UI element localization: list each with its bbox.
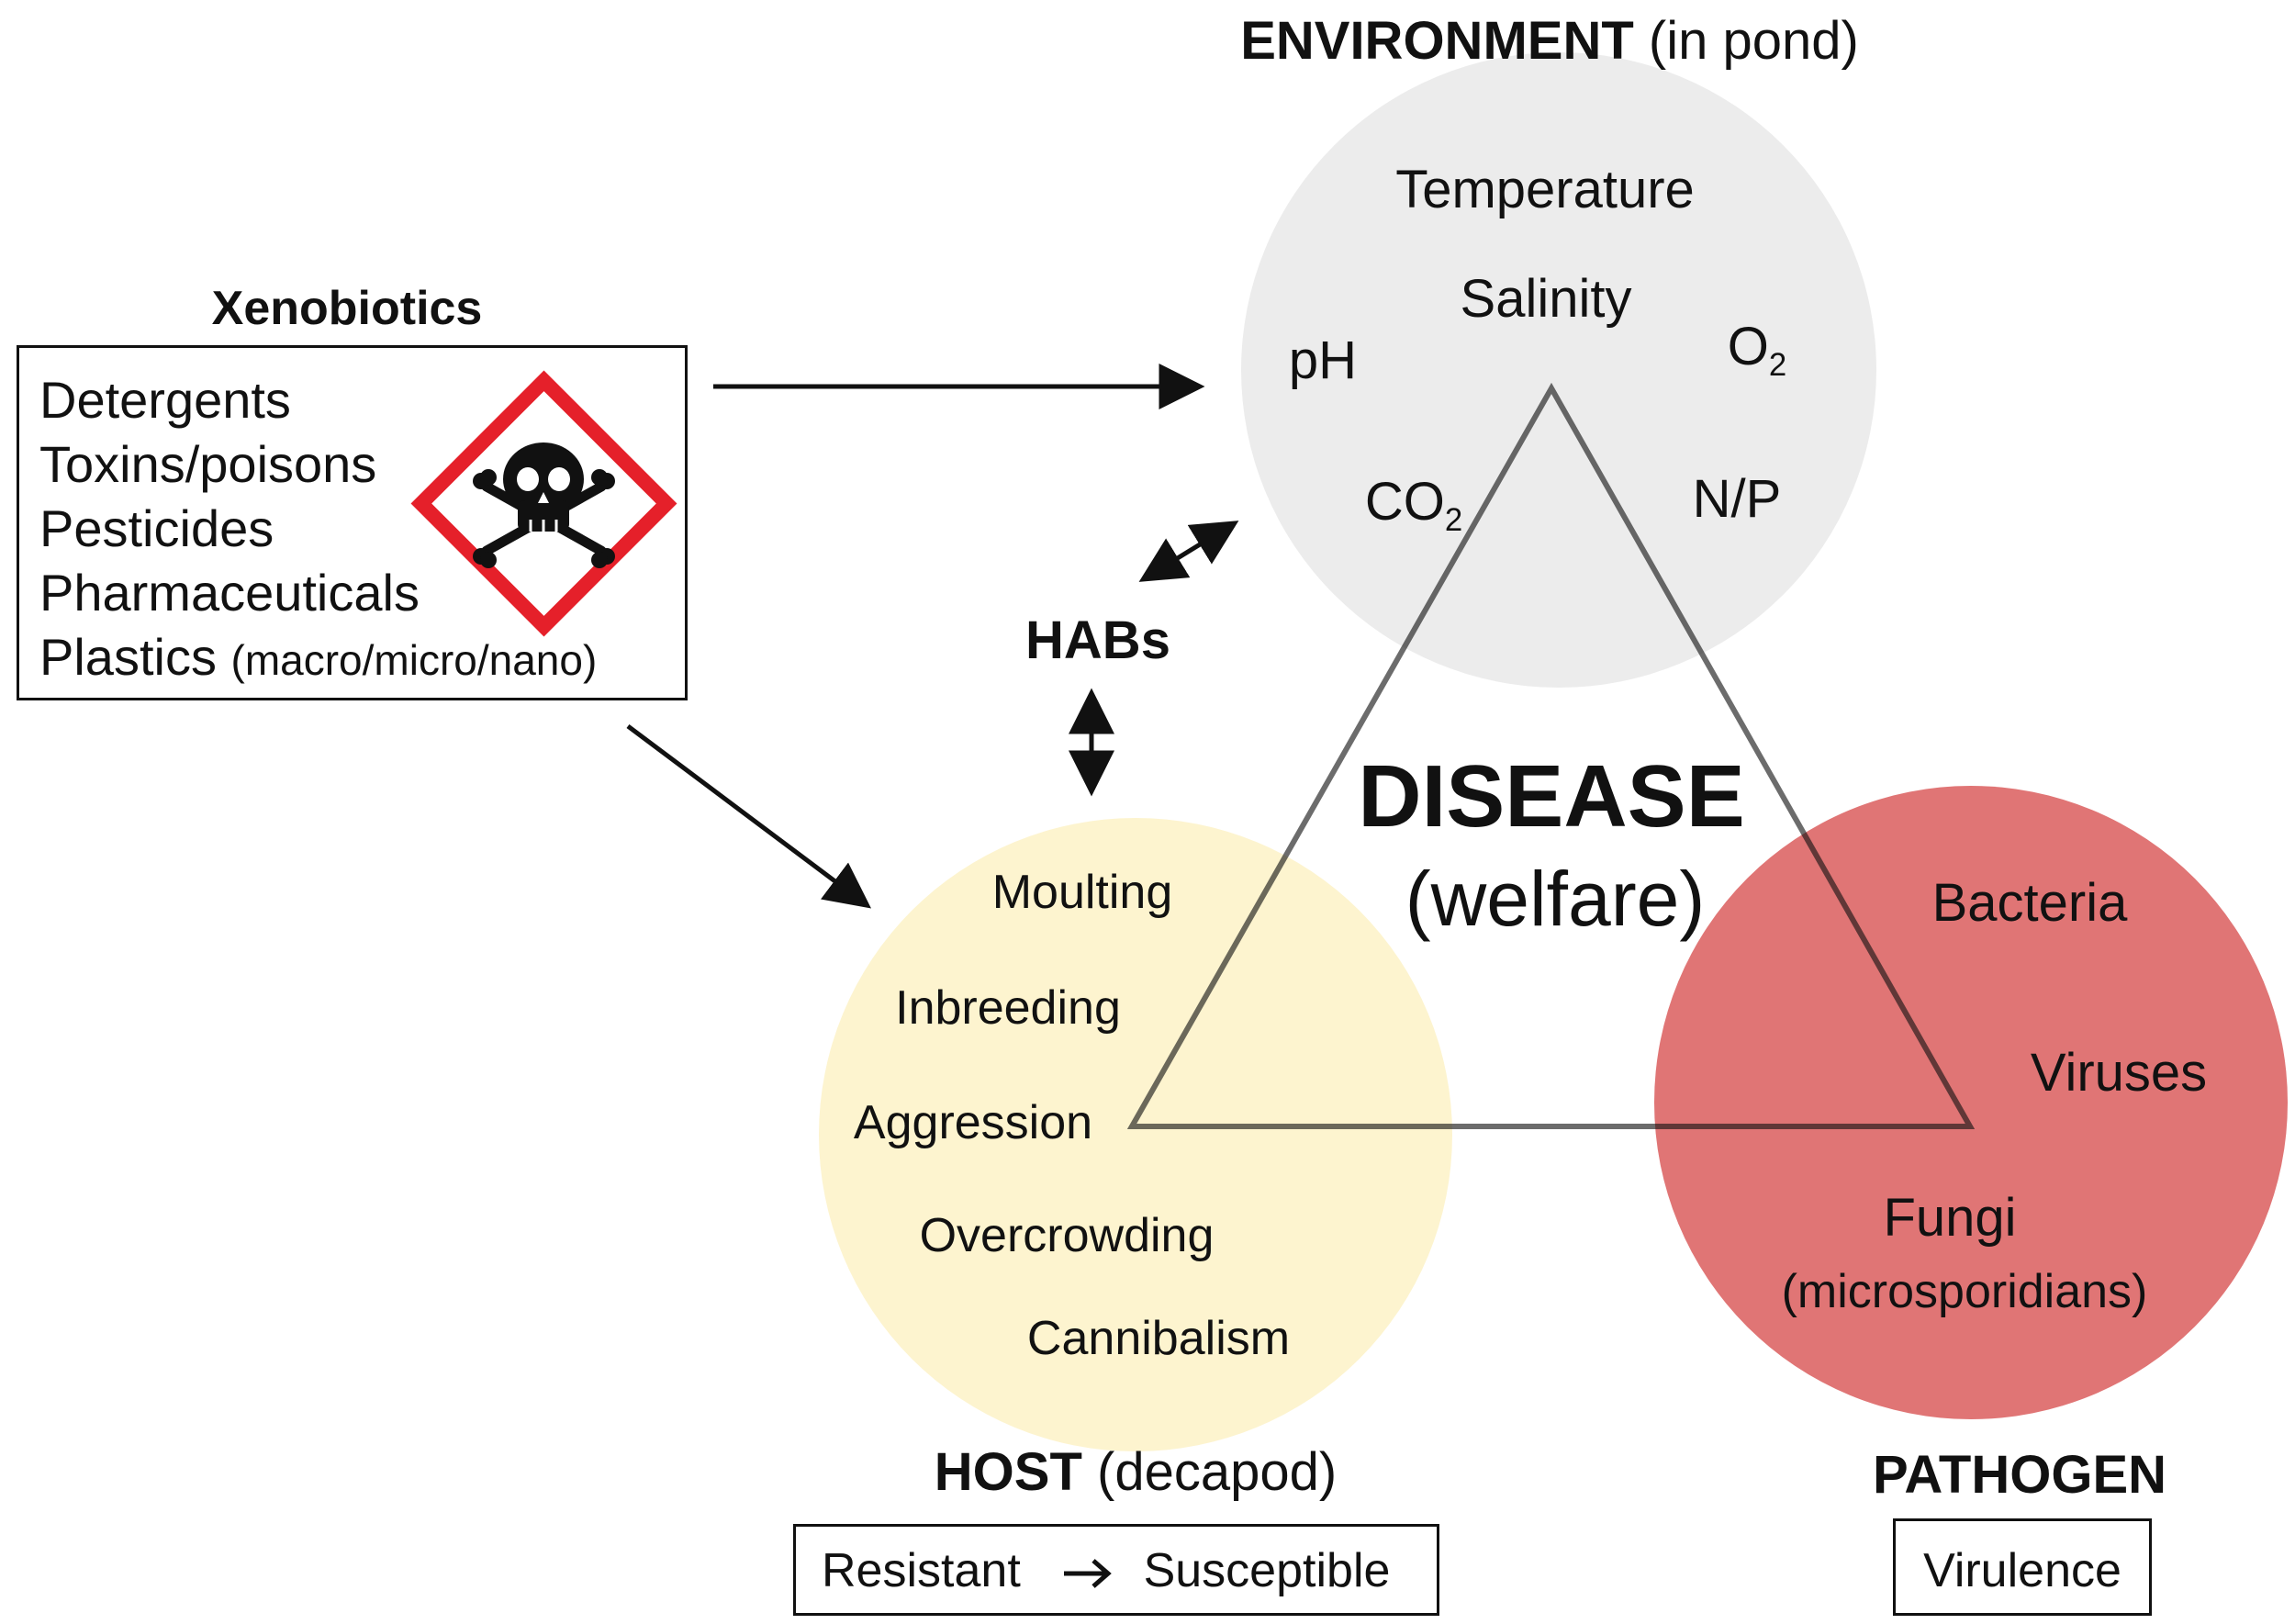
xenobiotics-box: Detergents Toxins/poisons Pesticides Pha… — [17, 345, 688, 700]
xenobiotic-plastics: Plastics (macro/micro/nano) — [39, 625, 597, 692]
disease-subtitle: (welfare) — [1405, 856, 1706, 942]
host-circle — [819, 818, 1452, 1451]
plastics-label: Plastics — [39, 628, 217, 686]
host-factor-cannibalism: Cannibalism — [1026, 1312, 1291, 1365]
pathogen-factor-fungi-note: (microsporidians) — [1781, 1265, 2148, 1318]
xenobiotic-toxins-poisons: Toxins/poisons — [39, 435, 377, 493]
resistant-label: Resistant — [822, 1544, 1021, 1597]
temperature-label: Temperature — [1395, 160, 1695, 219]
virulence-box: Virulence — [1893, 1518, 2152, 1616]
pathogen-factor-viruses: Viruses — [2030, 1043, 2208, 1103]
disease-triangle — [1126, 382, 1976, 1129]
xenobiotic-pesticides: Pesticides — [39, 499, 274, 557]
environment-header: ENVIRONMENT (in pond) — [1240, 15, 1859, 68]
host-title: HOST — [934, 1442, 1082, 1502]
host-qualifier: (decapod) — [1097, 1442, 1338, 1502]
co2-subscript: 2 — [1444, 502, 1463, 539]
o2-label: O2 — [1727, 317, 1786, 382]
right-arrow-icon — [1063, 1559, 1112, 1588]
co2-symbol: CO — [1364, 472, 1445, 532]
host-susceptibility-scale: Resistant Susceptible — [822, 1547, 1390, 1595]
salinity-label: Salinity — [1460, 269, 1632, 329]
host-factor-moulting: Moulting — [991, 866, 1173, 919]
co2-label: CO2 — [1365, 476, 1462, 537]
environment-circle — [1241, 52, 1876, 688]
environment-qualifier: (in pond) — [1648, 11, 1859, 71]
virulence-label: Virulence — [1923, 1544, 2121, 1597]
pathogen-factor-bacteria: Bacteria — [1931, 873, 2128, 933]
np-label: N/P — [1692, 469, 1782, 529]
disease-title: DISEASE — [1358, 747, 1745, 846]
xenobiotics-title: Xenobiotics — [211, 282, 483, 335]
xenobiotics-to-host-arrow — [626, 723, 872, 909]
pathogen-title: PATHOGEN — [1872, 1445, 2167, 1505]
plastics-size-note: (macro/micro/nano) — [230, 636, 598, 684]
xenobiotic-pharmaceuticals: Pharmaceuticals — [39, 564, 420, 622]
habs-label: HABs — [1025, 610, 1170, 670]
xenobiotics-list: Detergents Toxins/poisons Pesticides Pha… — [39, 368, 597, 692]
environment-title: ENVIRONMENT — [1240, 11, 1634, 71]
o2-symbol: O — [1727, 317, 1769, 376]
xenobiotic-detergents: Detergents — [39, 371, 291, 429]
ph-label: pH — [1288, 330, 1358, 390]
host-factor-inbreeding: Inbreeding — [895, 981, 1121, 1035]
habs-environment-double-arrow — [1138, 521, 1239, 582]
pathogen-factor-fungi: Fungi — [1883, 1188, 2017, 1248]
susceptible-label: Susceptible — [1143, 1544, 1391, 1597]
skull-crossbones-hazard-icon — [410, 370, 677, 637]
host-header: HOST (decapod) — [935, 1446, 1337, 1499]
host-susceptibility-box: Resistant Susceptible — [793, 1524, 1439, 1616]
host-factor-aggression: Aggression — [853, 1096, 1093, 1149]
host-factor-overcrowding: Overcrowding — [919, 1209, 1215, 1262]
pathogen-circle — [1654, 786, 2288, 1419]
o2-subscript: 2 — [1768, 347, 1787, 384]
